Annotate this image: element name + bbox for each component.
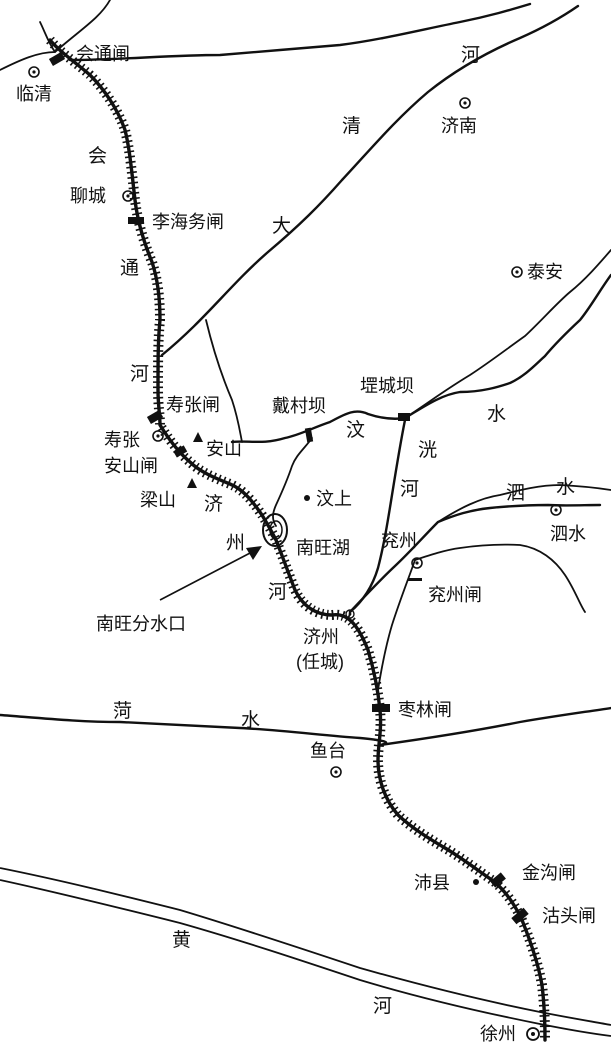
north-stream bbox=[39, 21, 56, 53]
nanwang-lake-inner bbox=[269, 520, 283, 540]
zaolin-lock-label: 枣林闸 bbox=[398, 700, 452, 720]
linqing-city-icon bbox=[28, 66, 40, 78]
jingou-lock-marker bbox=[490, 872, 506, 888]
yanzhou-lock-marker bbox=[408, 578, 422, 581]
shouzhang-lock-label: 寿张闸 bbox=[166, 395, 220, 415]
nanwang-lake-loop bbox=[262, 513, 288, 547]
nanwang-lake-label: 南旺湖 bbox=[296, 538, 350, 558]
anshan-mountain-label: 安山 bbox=[206, 439, 242, 459]
taian-label: 泰安 bbox=[527, 262, 563, 282]
jingou-lock-label: 金沟闸 bbox=[522, 863, 576, 883]
huang-river-char-2: 河 bbox=[373, 995, 392, 1017]
linqing-label: 临清 bbox=[16, 84, 52, 104]
yanzhou-connector bbox=[377, 559, 416, 691]
daqing-river-char-1: 大 bbox=[272, 215, 291, 237]
north-stream-2 bbox=[54, 0, 111, 53]
si-river-char-2: 水 bbox=[556, 476, 575, 498]
yanzhou-lock-label: 兖州闸 bbox=[428, 585, 482, 605]
huitong-lock-label: 会通闸 bbox=[76, 44, 130, 64]
wen-river-char-2: 水 bbox=[487, 403, 506, 425]
gutou-lock-label: 沽头闸 bbox=[542, 906, 596, 926]
peixian-city-icon bbox=[473, 879, 479, 885]
si-river bbox=[348, 503, 602, 614]
yanzhou-branch bbox=[414, 543, 586, 613]
jizhou-label: 济州 bbox=[303, 627, 339, 647]
wen-branch-west bbox=[205, 319, 243, 443]
anshan-lock-marker bbox=[173, 445, 188, 458]
nanwang-pointer-line bbox=[159, 551, 253, 601]
liaocheng-city-icon bbox=[122, 190, 134, 202]
anshan-lock-label: 安山闸 bbox=[104, 456, 158, 476]
daqing-river-char-2: 清 bbox=[342, 115, 361, 137]
liaocheng-label: 聊城 bbox=[70, 186, 106, 206]
yanzhou-label: 兖州 bbox=[381, 531, 417, 551]
nanwang-pointer-arrowhead bbox=[246, 546, 262, 560]
yellow-river-north-bank bbox=[0, 867, 611, 1026]
xiaowen-river bbox=[272, 437, 313, 527]
shouzhang-label: 寿张 bbox=[104, 430, 140, 450]
jizhou-river-char-1: 济 bbox=[204, 493, 223, 515]
jinan-label: 济南 bbox=[441, 116, 477, 136]
huitong-river-char-3: 河 bbox=[130, 363, 149, 385]
huang-river-char-1: 黄 bbox=[172, 929, 191, 951]
jinan-city-icon bbox=[459, 97, 471, 109]
guang-river-char-1: 洸 bbox=[418, 439, 437, 461]
rencheng-label: (任城) bbox=[296, 652, 344, 672]
wen-river-char-1: 汶 bbox=[346, 419, 365, 441]
huitong-lock-marker bbox=[48, 52, 66, 66]
si-north-branch bbox=[437, 484, 611, 523]
xuzhou-city-icon bbox=[526, 1027, 540, 1041]
he-river-char-2: 水 bbox=[241, 709, 260, 731]
shouzhang-city-icon bbox=[152, 430, 164, 442]
anshan-mountain-icon bbox=[193, 432, 203, 442]
he-river-char-1: 菏 bbox=[113, 700, 132, 722]
sishui-city-icon bbox=[550, 504, 562, 516]
kancheng-dam-marker bbox=[398, 413, 410, 421]
xuzhou-label: 徐州 bbox=[480, 1024, 516, 1044]
zaolin-lock-marker bbox=[372, 704, 390, 712]
lihaiwu-lock-label: 李海务闸 bbox=[152, 212, 224, 232]
jizhou-city-icon bbox=[345, 609, 355, 619]
wenshang-city-icon bbox=[304, 495, 310, 501]
shouzhang-lock-marker bbox=[146, 410, 164, 424]
wen-river bbox=[230, 273, 611, 444]
yellow-river-south-bank bbox=[0, 879, 611, 1037]
northwest-river bbox=[0, 51, 56, 71]
guang-river bbox=[348, 418, 407, 614]
daqing-river-char-3: 河 bbox=[461, 44, 480, 66]
kancheng-dam-label: 堽城坝 bbox=[360, 376, 414, 396]
sishui-label: 泗水 bbox=[550, 524, 586, 544]
wenshang-label: 汶上 bbox=[316, 489, 352, 509]
daicun-dam-label: 戴村坝 bbox=[272, 396, 326, 416]
liangshan-label: 梁山 bbox=[140, 490, 176, 510]
yutai-label: 鱼台 bbox=[310, 741, 346, 761]
he-river-2 bbox=[378, 706, 611, 747]
huitong-river-char-1: 会 bbox=[88, 145, 107, 167]
liangshan-mountain-icon bbox=[187, 478, 197, 488]
huitong-river-char-2: 通 bbox=[120, 257, 139, 279]
si-river-char-1: 泗 bbox=[506, 482, 525, 504]
guang-river-char-2: 河 bbox=[400, 478, 419, 500]
daqing-river bbox=[160, 4, 580, 357]
taian-city-icon bbox=[511, 266, 523, 278]
jizhou-river-char-3: 河 bbox=[268, 581, 287, 603]
lihaiwu-lock-marker bbox=[128, 217, 144, 224]
nanwang-divide-label: 南旺分水口 bbox=[96, 614, 186, 634]
yanzhou-city-icon bbox=[411, 557, 423, 569]
he-river bbox=[0, 713, 388, 747]
yutai-city-icon bbox=[330, 766, 342, 778]
qing-river bbox=[68, 2, 532, 62]
peixian-label: 沛县 bbox=[414, 873, 450, 893]
wen-upper-branch bbox=[404, 249, 611, 419]
jizhou-river-char-2: 州 bbox=[226, 533, 245, 554]
gutou-lock-marker bbox=[511, 907, 529, 925]
daicun-dam-marker bbox=[304, 427, 314, 443]
